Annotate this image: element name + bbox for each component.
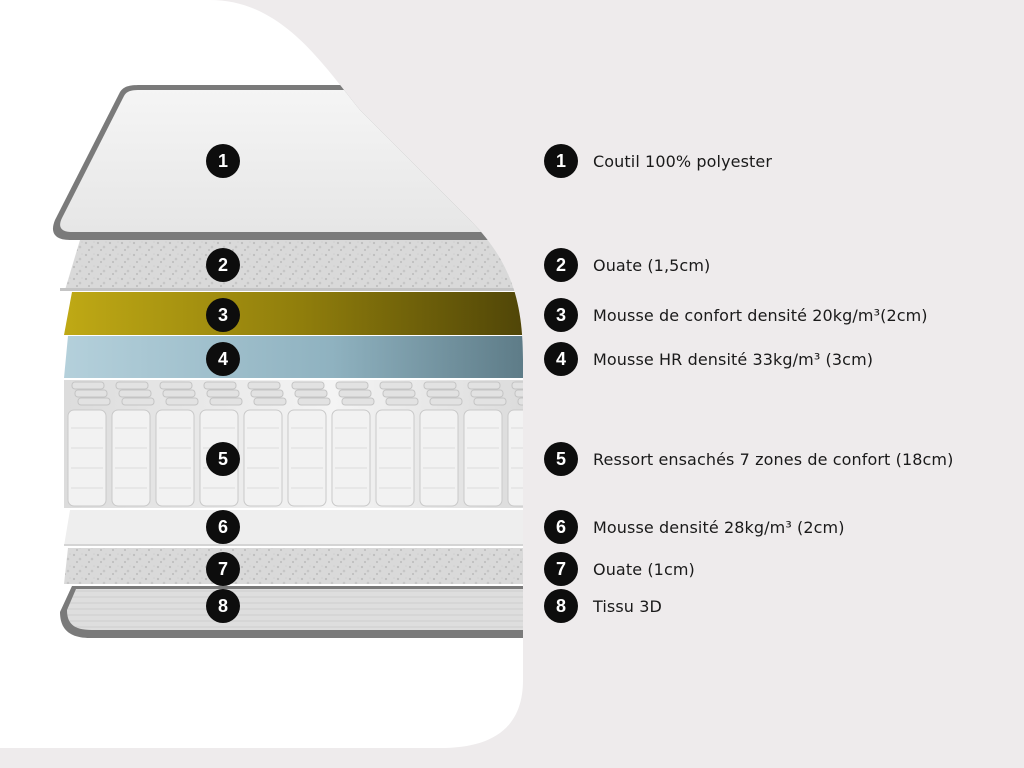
layer-marker-5: 5 (206, 442, 240, 476)
layer-wadding-1-5cm (65, 240, 523, 290)
legend-item-2: 2 Ouate (1,5cm) (544, 248, 710, 282)
legend-label-3: Mousse de confort densité 20kg/m³(2cm) (593, 305, 928, 325)
legend-marker-6: 6 (544, 510, 578, 544)
legend-label-4: Mousse HR densité 33kg/m³ (3cm) (593, 349, 874, 369)
legend-marker-7: 7 (544, 552, 578, 586)
layer-marker-8: 8 (206, 589, 240, 623)
legend-item-8: 8 Tissu 3D (544, 589, 662, 623)
legend-label-6: Mousse densité 28kg/m³ (2cm) (593, 517, 845, 537)
legend-marker-1: 1 (544, 144, 578, 178)
legend-label-8: Tissu 3D (593, 596, 662, 616)
layer-marker-7: 7 (206, 552, 240, 586)
layer-marker-3: 3 (206, 298, 240, 332)
legend-item-3: 3 Mousse de confort densité 20kg/m³(2cm) (544, 298, 928, 332)
legend-item-7: 7 Ouate (1cm) (544, 552, 695, 586)
legend-marker-3: 3 (544, 298, 578, 332)
layer-foam-28kg (64, 510, 523, 546)
legend-item-4: 4 Mousse HR densité 33kg/m³ (3cm) (544, 342, 873, 376)
legend-marker-4: 4 (544, 342, 578, 376)
legend-item-5: 5 Ressort ensachés 7 zones de confort (1… (544, 442, 953, 476)
legend-marker-2: 2 (544, 248, 578, 282)
legend-label-1: Coutil 100% polyester (593, 151, 773, 171)
layer-marker-1: 1 (206, 144, 240, 178)
layer-marker-6: 6 (206, 510, 240, 544)
layer-hr-foam-33kg (64, 336, 523, 378)
legend-marker-5: 5 (544, 442, 578, 476)
layer-comfort-foam-20kg (64, 292, 523, 335)
legend-label-7: Ouate (1cm) (593, 559, 695, 579)
legend-label-5: Ressort ensachés 7 zones de confort (18c… (593, 449, 954, 469)
legend-marker-8: 8 (544, 589, 578, 623)
legend-item-1: 1 Coutil 100% polyester (544, 144, 772, 178)
layer-wadding-1cm (64, 548, 523, 584)
legend-item-6: 6 Mousse densité 28kg/m³ (2cm) (544, 510, 845, 544)
layer-marker-2: 2 (206, 248, 240, 282)
layer-marker-4: 4 (206, 342, 240, 376)
legend-label-2: Ouate (1,5cm) (593, 255, 711, 275)
